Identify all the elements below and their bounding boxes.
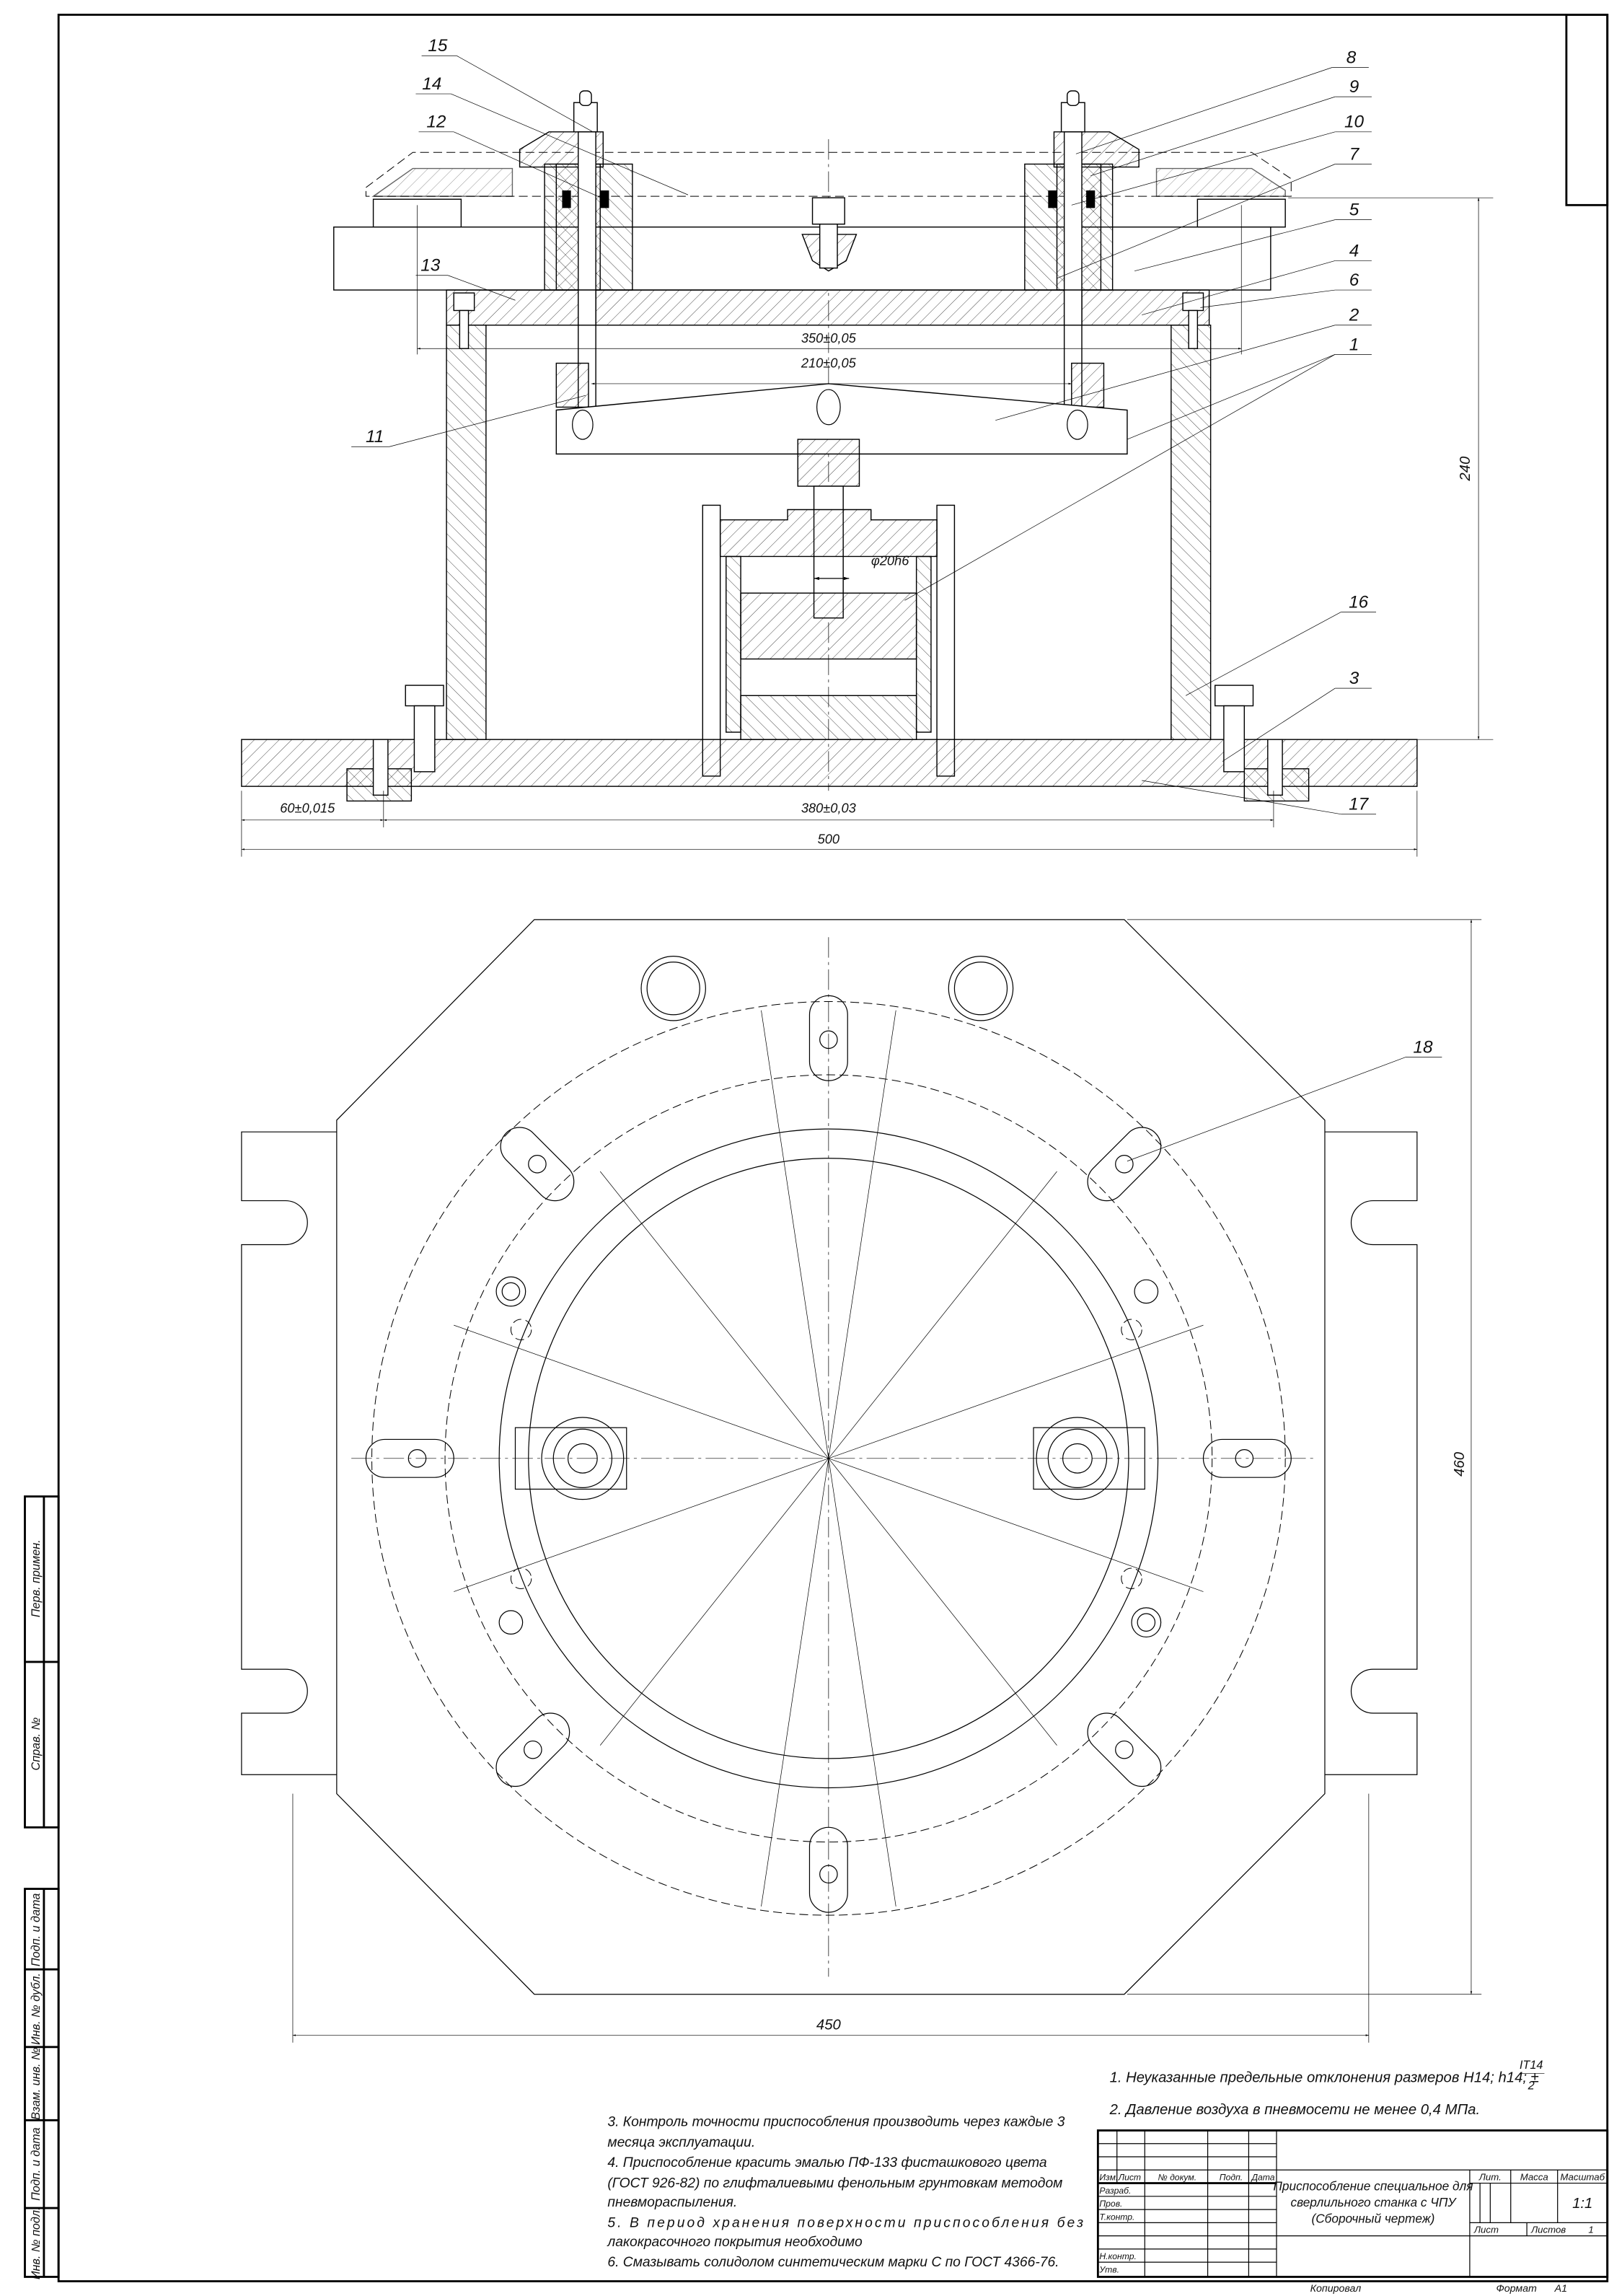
section-dimensions: 350±0,05 210±0,05 240 φ20h6 60±0,015 380… — [241, 197, 1494, 857]
note-3-line-1: 3. Контроль точности приспособления прои… — [607, 2114, 1065, 2129]
tb-name-line-1: Приспособление специальное для — [1273, 2179, 1473, 2194]
stamp-ref-no: Справ. № — [30, 1717, 43, 1771]
stamp-replace-inv: Взам. инв. № — [30, 2047, 43, 2119]
note-3-line-2: месяца эксплуатации. — [607, 2135, 755, 2150]
dim-210: 210±0,05 — [801, 356, 857, 371]
callout-17: 17 — [1349, 795, 1370, 814]
title-block: Изм. Лист № докум. Подп. Дата Разраб. Пр… — [1096, 2129, 1609, 2295]
callout-9: 9 — [1349, 77, 1359, 97]
stamp-sign-date-1: Подп. и дата — [30, 1893, 43, 1967]
tb-h-list: Лист — [1118, 2172, 1141, 2182]
callout-10: 10 — [1344, 113, 1365, 132]
note-1: 1. Неуказанные предельные отклонения раз… — [1110, 2070, 1539, 2086]
tb-lit: Лит. — [1478, 2171, 1502, 2182]
tb-role-developer: Разраб. — [1099, 2186, 1131, 2196]
callout-4: 4 — [1349, 241, 1359, 260]
callout-6: 6 — [1349, 270, 1359, 290]
tb-h-date: Дата — [1250, 2172, 1274, 2182]
dim-phi20: φ20h6 — [871, 553, 909, 568]
callout-11: 11 — [366, 427, 384, 447]
tb-h-sign: Подп. — [1220, 2172, 1243, 2182]
slotted-clamps — [365, 995, 1292, 1913]
tb-h-izm: Изм. — [1099, 2172, 1118, 2182]
side-stamp-table: Перв. примен. Справ. № Подп. и дата Инв.… — [24, 1495, 60, 2279]
callout-2: 2 — [1349, 306, 1359, 325]
dim-60: 60±0,015 — [280, 801, 335, 816]
tb-role-tcontrol: Т.контр. — [1099, 2212, 1134, 2222]
stamp-dup-inv: Инв. № дубл. — [30, 1973, 43, 2045]
callout-15: 15 — [428, 36, 448, 56]
tb-name-line-2: сверлильного станка с ЧПУ — [1290, 2195, 1457, 2209]
sheet-frame — [57, 14, 1609, 2282]
technical-requirements: 1. Неуказанные предельные отклонения раз… — [607, 2059, 1545, 2270]
tb-scale: 1:1 — [1572, 2196, 1592, 2212]
left-clamp-cylinder — [514, 1417, 627, 1500]
tb-h-doc: № докум. — [1158, 2172, 1197, 2182]
table-plate — [333, 226, 1271, 291]
tb-format: A1 — [1554, 2283, 1567, 2295]
tb-scale-label: Масштаб — [1560, 2171, 1605, 2182]
note-4-line-1: 4. Приспособление красить эмалью ПФ-133 … — [607, 2155, 1047, 2170]
callout-13: 13 — [420, 256, 441, 276]
tb-role-checker: Пров. — [1099, 2199, 1122, 2209]
tb-mass: Масса — [1520, 2171, 1548, 2182]
callout-14: 14 — [422, 74, 441, 94]
note-5-line-2: лакокрасочного покрытия необходимо — [607, 2235, 863, 2250]
stamp-first-use: Перв. примен. — [30, 1539, 43, 1617]
callout-5: 5 — [1349, 201, 1359, 220]
tb-role-approved: Утв. — [1098, 2264, 1119, 2274]
note-4-line-3: пневмораспыления. — [607, 2195, 737, 2210]
tb-format-label: Формат — [1496, 2283, 1537, 2295]
callout-1: 1 — [1349, 335, 1359, 354]
section-view: 350±0,05 210±0,05 240 φ20h6 60±0,015 380… — [241, 36, 1494, 1162]
stamp-orig-inv: Инв. № подл. — [30, 2207, 43, 2279]
tb-copied: Копировал — [1310, 2283, 1362, 2295]
right-column — [1171, 325, 1212, 740]
callout-18: 18 — [1413, 1038, 1433, 1057]
note-6: 6. Смазывать солидолом синтетическим мар… — [607, 2255, 1059, 2270]
part-callouts: 15 14 12 13 11 8 9 10 7 5 4 6 2 1 16 3 1… — [351, 36, 1442, 1162]
lever — [555, 383, 1128, 455]
note-1-fraction-num: IT14 — [1520, 2059, 1543, 2072]
tb-sheet: Лист — [1473, 2225, 1499, 2235]
callout-8: 8 — [1346, 48, 1357, 67]
octagonal-plate — [336, 919, 1326, 1995]
plan-dimensions: 450 460 — [292, 919, 1482, 2043]
note-4-line-2: (ГОСТ 926-82) по глифталиевыми фенольным… — [607, 2176, 1062, 2191]
dim-460: 460 — [1452, 1451, 1468, 1477]
base-plate — [241, 739, 1418, 787]
callout-3: 3 — [1349, 669, 1359, 688]
callout-7: 7 — [1349, 144, 1360, 164]
tb-role-ncontrol: Н.контр. — [1099, 2251, 1136, 2261]
note-2: 2. Давление воздуха в пневмосети не мене… — [1109, 2102, 1481, 2118]
stamp-sign-date-2: Подп. и дата — [30, 2127, 43, 2201]
callout-12: 12 — [426, 113, 446, 132]
plan-view: 450 460 — [241, 919, 1482, 2043]
note-1-fraction-den: 2 — [1528, 2080, 1535, 2093]
left-column — [446, 325, 487, 740]
tb-sheets-count: 1 — [1588, 2225, 1593, 2235]
tb-name-line-3: (Сборочный чертеж) — [1311, 2211, 1434, 2225]
dim-240: 240 — [1458, 456, 1473, 482]
tb-sheets: Листов — [1530, 2225, 1566, 2235]
right-clamp-cylinder — [1033, 1417, 1145, 1500]
dim-350: 350±0,05 — [801, 330, 857, 346]
dim-380: 380±0,03 — [801, 801, 856, 816]
dim-450: 450 — [816, 2017, 842, 2033]
dim-500: 500 — [818, 831, 839, 846]
callout-16: 16 — [1349, 593, 1369, 612]
note-5-line-1: 5. В период хранения поверхности приспос… — [607, 2215, 1083, 2230]
